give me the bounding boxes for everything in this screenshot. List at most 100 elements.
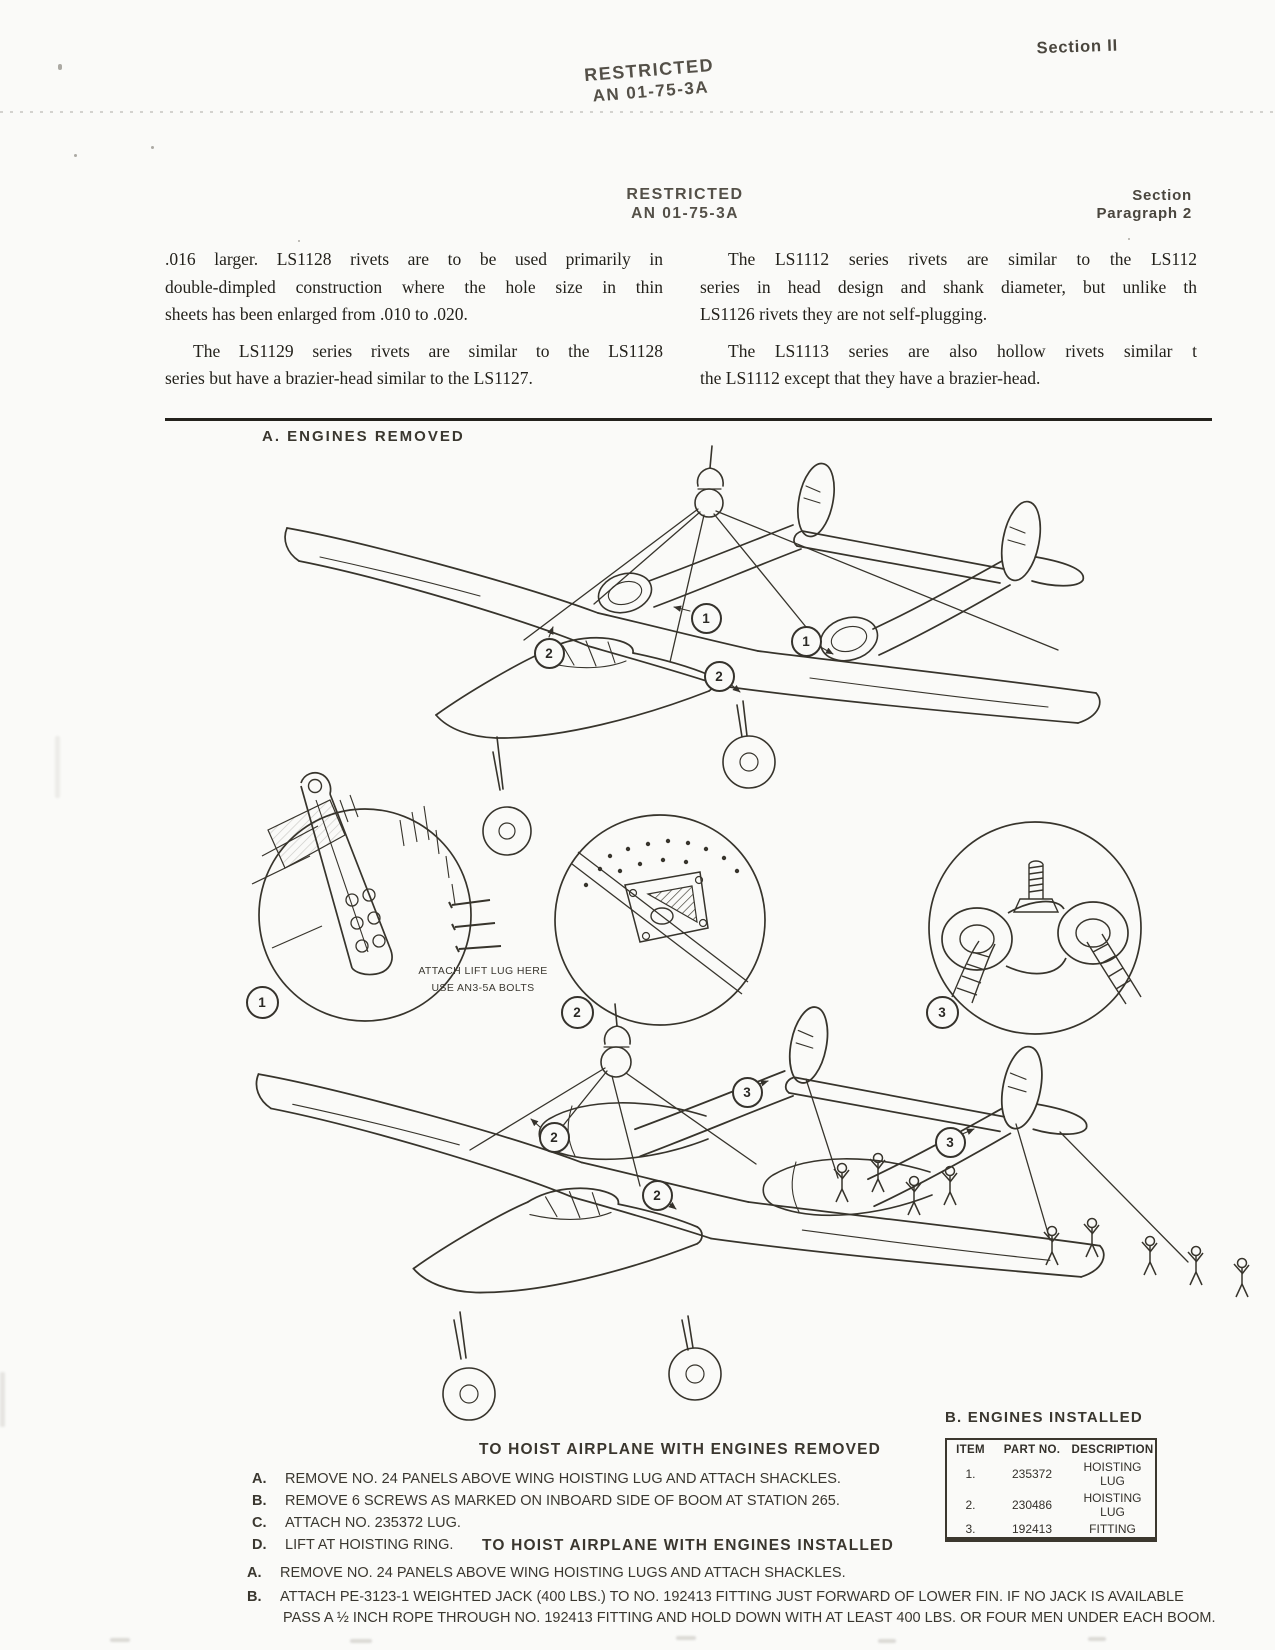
- text-line: The LS1112 series rivets are similar to …: [728, 249, 1197, 269]
- detail-number-circle: 1: [245, 985, 279, 1019]
- cell-description: FITTING: [1089, 1521, 1136, 1536]
- step-text-continued: PASS A ½ INCH ROPE THROUGH NO. 192413 FI…: [283, 1610, 1216, 1626]
- detail-circle-3: [928, 821, 1142, 1035]
- text-line: sheets has been enlarged from .010 to .0…: [165, 304, 468, 324]
- step-letter: B.: [252, 1493, 267, 1509]
- step: D. LIFT AT HOISTING RING.: [252, 1534, 972, 1556]
- figure-label-engines-installed: B. ENGINES INSTALLED: [945, 1409, 1143, 1426]
- scan-smudge: [1088, 1637, 1106, 1641]
- callout-number: 2: [653, 1187, 661, 1203]
- callout-number: 3: [743, 1084, 751, 1100]
- callout-number: 2: [715, 668, 723, 684]
- ink-speck: [298, 240, 300, 242]
- callout-number: 1: [702, 610, 710, 626]
- callout-circle: 2: [533, 637, 565, 669]
- scan-smudge: [350, 1639, 372, 1643]
- cell-item: 1.: [965, 1466, 976, 1481]
- text-line: the LS1112 except that they have a brazi…: [700, 368, 1041, 388]
- callout-circle: 3: [934, 1126, 966, 1158]
- detail-number-circle: 2: [560, 995, 594, 1029]
- scan-smudge: [878, 1639, 896, 1643]
- callout-circle: 2: [641, 1179, 673, 1211]
- cell-part-no: 230486: [1011, 1497, 1053, 1512]
- paragraph: The LS1112 series rivets are similar to …: [700, 246, 1197, 329]
- table-header-row: ITEM PART NO. DESCRIPTION: [946, 1439, 1156, 1458]
- hoist-removed-title: TO HOIST AIRPLANE WITH ENGINES REMOVED: [478, 1441, 882, 1458]
- scan-smudge: [676, 1636, 696, 1640]
- table-row: 1. 235372 HOISTING LUG: [946, 1458, 1156, 1489]
- figure-label-engines-removed: A. ENGINES REMOVED: [262, 428, 465, 445]
- section-label: Section: [1132, 187, 1192, 204]
- cell-description: HOISTING LUG: [1083, 1490, 1142, 1519]
- step: B. REMOVE 6 SCREWS AS MARKED ON INBOARD …: [252, 1490, 972, 1512]
- cell-item: 2.: [965, 1497, 976, 1512]
- callout-circle: 2: [703, 660, 735, 692]
- paragraph: The LS1113 series are also hollow rivets…: [700, 338, 1197, 393]
- section-ref-top: Section II: [1036, 36, 1119, 58]
- callout-number: 1: [802, 633, 810, 649]
- text-line: LS1126 rivets they are not self-plugging…: [700, 304, 988, 324]
- step-letter: A.: [247, 1565, 262, 1581]
- paragraph-label: Paragraph 2: [1096, 205, 1192, 222]
- col-header-part-no: PART NO.: [1003, 1444, 1061, 1456]
- col-header-description: DESCRIPTION: [1071, 1444, 1154, 1456]
- scan-fold-line: [0, 111, 1275, 113]
- step-letter: D.: [252, 1537, 267, 1553]
- detail-number: 3: [938, 1004, 946, 1020]
- step-text: ATTACH NO. 235372 LUG.: [285, 1515, 461, 1531]
- restricted-stamp-top: RESTRICTED AN 01-75-3A: [504, 49, 796, 114]
- ground-crew-figures: [833, 1152, 1250, 1298]
- hoist-installed-steps: A. REMOVE NO. 24 PANELS ABOVE WING HOIST…: [247, 1563, 1267, 1630]
- paragraph: The LS1129 series rivets are similar to …: [165, 338, 663, 393]
- detail-circle-2: [554, 814, 766, 1026]
- step-letter: A.: [252, 1471, 267, 1487]
- scan-streak: [55, 736, 60, 798]
- body-left-column: .016 larger. LS1128 rivets are to be use…: [165, 246, 663, 402]
- callout-number: 2: [545, 645, 553, 661]
- cell-item: 3.: [965, 1521, 976, 1536]
- detail-number-circle: 3: [925, 995, 959, 1029]
- text-line: series in head design and shank diameter…: [700, 276, 1197, 297]
- note-line: USE AN3-5A BOLTS: [431, 982, 535, 994]
- step: C. ATTACH NO. 235372 LUG.: [252, 1512, 972, 1534]
- detail-number: 1: [258, 994, 266, 1010]
- parts-table: ITEM PART NO. DESCRIPTION 1. 235372 HOIS…: [945, 1438, 1157, 1542]
- ink-speck: [58, 64, 62, 70]
- upper-aircraft-drawing: [284, 445, 1101, 856]
- manual-number: AN 01-75-3A: [631, 205, 739, 222]
- ink-speck: [151, 146, 154, 149]
- ink-speck: [1128, 238, 1130, 240]
- text-line: The LS1129 series rivets are similar to …: [193, 340, 663, 361]
- callout-number: 2: [550, 1129, 558, 1145]
- callout-circle: 2: [538, 1121, 570, 1153]
- paragraph: .016 larger. LS1128 rivets are to be use…: [165, 246, 663, 329]
- text-line: double-dimpled construction where the ho…: [165, 276, 663, 297]
- cell-part-no: 192413: [1011, 1521, 1053, 1536]
- restricted-label: RESTRICTED: [626, 186, 744, 203]
- step-text: LIFT AT HOISTING RING.: [285, 1537, 454, 1553]
- table-row: 3. 192413 FITTING: [946, 1520, 1156, 1540]
- lug-attach-note: ATTACH LIFT LUG HERE USE AN3-5A BOLTS: [388, 963, 578, 997]
- callout-circle: 1: [790, 625, 822, 657]
- table-row: 2. 230486 HOISTING LUG: [946, 1489, 1156, 1520]
- step: A. REMOVE NO. 24 PANELS ABOVE WING HOIST…: [247, 1563, 1267, 1585]
- note-line: ATTACH LIFT LUG HERE: [418, 965, 548, 977]
- step-text: REMOVE NO. 24 PANELS ABOVE WING HOISTING…: [280, 1565, 846, 1581]
- step: A. REMOVE NO. 24 PANELS ABOVE WING HOIST…: [252, 1468, 972, 1490]
- detail-number: 2: [573, 1004, 581, 1020]
- text-line: series but have a brazier-head similar t…: [165, 368, 533, 388]
- callout-number: 3: [946, 1134, 954, 1150]
- step-text: REMOVE NO. 24 PANELS ABOVE WING HOISTING…: [285, 1471, 841, 1487]
- restricted-stamp-mid: RESTRICTED AN 01-75-3A: [540, 185, 830, 223]
- section-ref-mid: Section Paragraph 2: [992, 187, 1192, 223]
- step-text: REMOVE 6 SCREWS AS MARKED ON INBOARD SID…: [285, 1493, 840, 1509]
- lower-aircraft-drawing: [255, 1002, 1250, 1421]
- scan-streak: [0, 1372, 5, 1427]
- step-letter: C.: [252, 1515, 267, 1531]
- step-text: ATTACH PE-3123-1 WEIGHTED JACK (400 LBS.…: [280, 1588, 1184, 1605]
- callout-circle: 3: [731, 1076, 763, 1108]
- cell-description: HOISTING LUG: [1083, 1459, 1142, 1488]
- text-line: The LS1113 series are also hollow rivets…: [728, 340, 1197, 361]
- hoist-installed-title: TO HOIST AIRPLANE WITH ENGINES INSTALLED: [482, 1537, 894, 1554]
